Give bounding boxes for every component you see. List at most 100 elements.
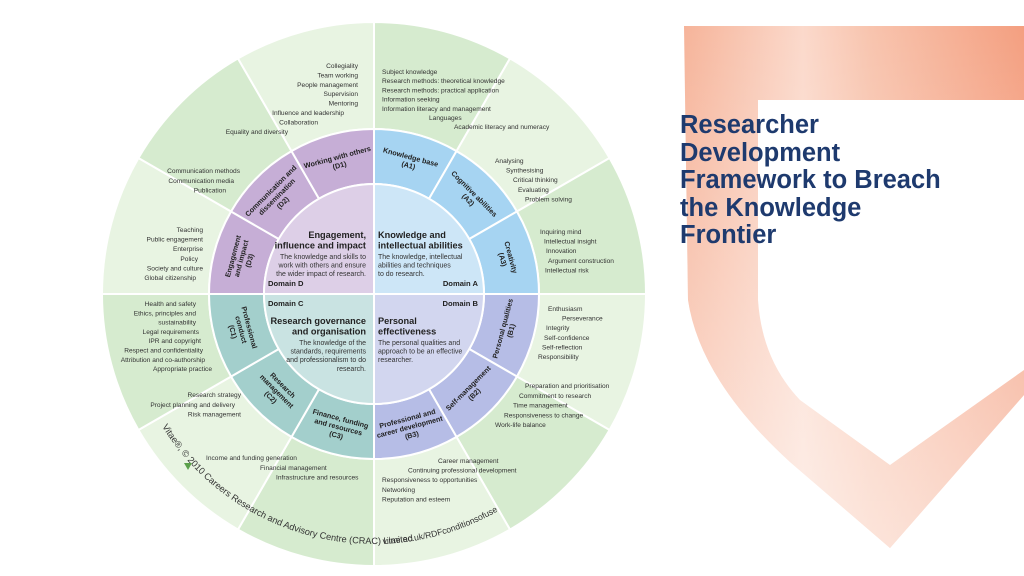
descriptor-item: Responsibility (538, 354, 579, 361)
descriptor-list-b1: EnthusiasmPerseveranceIntegritySelf-conf… (538, 306, 603, 361)
descriptor-item: sustainability (158, 320, 196, 327)
descriptor-item: Respect and confidentiality (124, 348, 204, 355)
domain-label: Domain D (268, 279, 304, 288)
descriptor-item: Financial management (260, 465, 327, 472)
subdomain-text: (A3) (497, 252, 509, 268)
descriptor-item: Communication methods (167, 168, 241, 175)
domain-description: The knowledge of the (299, 340, 366, 347)
descriptor-item: Project planning and delivery (150, 402, 235, 409)
descriptor-item: Commitment to research (519, 393, 592, 400)
descriptor-item: Intellectual insight (544, 239, 597, 246)
subdomain-text: (C3) (328, 429, 344, 441)
descriptor-item: Legal requirements (143, 329, 200, 336)
descriptor-item: Teaching (177, 227, 204, 234)
domain-description: The personal qualities and (378, 340, 460, 347)
domain-description: work with others and ensure (277, 263, 366, 270)
descriptor-item: Appropriate practice (153, 366, 212, 373)
descriptor-item: Enthusiasm (548, 306, 583, 313)
descriptor-item: Continuing professional development (408, 468, 517, 475)
domain-title: intellectual abilities (378, 241, 463, 251)
descriptor-item: Team working (317, 72, 358, 79)
descriptor-item: Subject knowledge (382, 69, 438, 76)
descriptor-item: Argument construction (548, 258, 614, 265)
subdomain-text: (B1) (505, 322, 517, 338)
descriptor-item: Self-reflection (542, 344, 583, 351)
subdomain-text: (B3) (404, 429, 420, 441)
domain-description: to do research. (378, 271, 425, 278)
descriptor-item: Attribution and co-authorship (121, 357, 206, 364)
descriptor-item: Research methods: practical application (382, 87, 499, 94)
descriptor-item: Supervision (324, 91, 359, 98)
descriptor-item: Problem solving (525, 196, 572, 203)
descriptor-item: Health and safety (145, 301, 197, 308)
subdomain-text: (D1) (332, 159, 348, 171)
descriptor-item: Income and funding generation (206, 455, 297, 462)
domain-title: Research governance (271, 316, 367, 326)
domain-description: and professionalism to do (286, 357, 366, 364)
descriptor-item: Career management (438, 458, 499, 465)
descriptor-item: Risk management (188, 412, 241, 419)
descriptor-item: Research strategy (187, 392, 241, 399)
descriptor-item: Critical thinking (513, 177, 558, 184)
domain-title: Knowledge and (378, 230, 446, 240)
domain-description: standards, requirements (291, 349, 367, 356)
subdomain-text: (C1) (227, 324, 239, 340)
domain-title: effectiveness (378, 327, 436, 337)
descriptor-item: Enterprise (173, 246, 203, 253)
domain-description: research. (337, 366, 366, 373)
title-line: Researcher (680, 111, 819, 139)
title-line: Framework to Breach (680, 166, 941, 194)
descriptor-item: Evaluating (518, 187, 549, 194)
title-line: the Knowledge (680, 193, 862, 222)
title-line: Development (680, 138, 841, 167)
domain-label: Domain A (443, 279, 479, 288)
domain-quadrant-a (373, 182, 486, 295)
descriptor-item: Innovation (546, 248, 577, 255)
descriptor-item: Self-confidence (544, 335, 590, 342)
descriptor-item: Global citizenship (144, 275, 196, 282)
domain-description: the wider impact of research. (276, 271, 366, 278)
descriptor-item: Inquiring mind (540, 229, 582, 236)
descriptor-item: Equality and diversity (226, 129, 289, 136)
domain-label: Domain C (268, 299, 304, 308)
descriptor-item: Information literacy and management (382, 106, 491, 113)
descriptor-item: Responsiveness to opportunities (382, 477, 478, 484)
descriptor-item: Perseverance (562, 316, 603, 323)
domain-quadrant-d (262, 182, 375, 295)
domain-quadrant-c (262, 293, 375, 406)
domain-title: Engagement, (308, 230, 366, 240)
descriptor-item: Publication (194, 188, 227, 195)
descriptor-item: Reputation and esteem (382, 496, 451, 503)
descriptor-item: Networking (382, 487, 415, 494)
vitae-logo-icon (184, 463, 192, 470)
descriptor-item: Academic literacy and numeracy (454, 124, 550, 131)
descriptor-item: Collaboration (279, 119, 318, 126)
descriptor-item: Preparation and prioritisation (525, 383, 610, 390)
descriptor-item: Influence and leadership (272, 110, 344, 117)
descriptor-item: Analysing (495, 158, 524, 165)
domain-description: abilities and techniques (378, 263, 451, 270)
descriptor-item: Public engagement (147, 237, 204, 244)
descriptor-item: Policy (180, 256, 198, 263)
descriptor-item: Communication media (168, 178, 234, 185)
domain-quadrant-b (373, 293, 486, 406)
descriptor-item: People management (297, 82, 358, 89)
domain-description: The knowledge, intellectual (378, 254, 463, 261)
descriptor-item: Infrastructure and resources (276, 475, 359, 482)
subdomain-text: (D3) (243, 252, 255, 268)
descriptor-item: Integrity (546, 325, 570, 332)
domain-description: approach to be an effective (378, 349, 462, 356)
descriptor-item: Time management (513, 403, 568, 410)
descriptor-item: Languages (429, 115, 462, 122)
domain-description: researcher. (378, 357, 413, 364)
